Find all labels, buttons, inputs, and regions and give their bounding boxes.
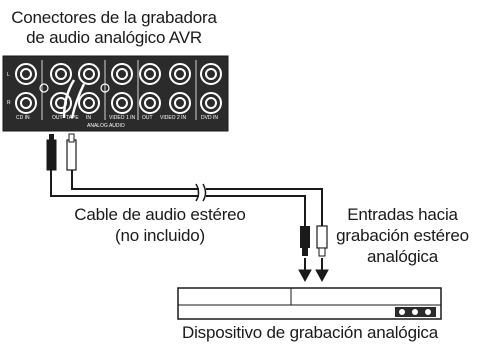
avr-side-plugs	[46, 133, 77, 171]
avr-analog-audio-panel: L R	[2, 55, 229, 132]
jack-row-right-channel	[15, 92, 222, 114]
jack-row-left-channel	[15, 63, 222, 85]
device-label: Dispositivo de grabación analógica	[182, 323, 438, 342]
jack-label: VIDEO 2 IN	[160, 115, 187, 121]
analog-audio-group-label: ANALOG AUDIO	[87, 123, 125, 129]
inputs-label-line2: grabación estéreo	[336, 226, 469, 245]
inputs-label-line1: Entradas hacia	[347, 205, 458, 224]
panel-side-label-l: L	[7, 72, 10, 78]
panel-arrow-icons	[62, 79, 86, 119]
inputs-label-line3: analógica	[367, 247, 438, 266]
jack-label: DVD IN	[201, 115, 218, 121]
panel-side-label-r: R	[7, 100, 11, 106]
jack-label: CD IN	[16, 115, 30, 121]
recorder-connectors-title-line2: de audio analógico AVR	[26, 28, 202, 47]
jack-label: OUT	[142, 115, 153, 121]
recorder-side-plugs	[300, 225, 328, 257]
stereo-audio-cable	[50, 170, 323, 226]
down-arrow-icons	[298, 258, 329, 283]
jack-label: OUT	[52, 115, 63, 121]
analog-recording-device	[177, 287, 442, 320]
cable-label-line2: (no incluido)	[114, 226, 205, 245]
recorder-connectors-title-line1: Conectores de la grabadora	[11, 8, 217, 27]
jack-label: VIDEO 1 IN	[109, 115, 136, 121]
ground-screw-icon	[39, 83, 49, 93]
cable-label-line1: Cable de audio estéreo	[74, 205, 246, 224]
jack-label: IN	[86, 115, 91, 121]
